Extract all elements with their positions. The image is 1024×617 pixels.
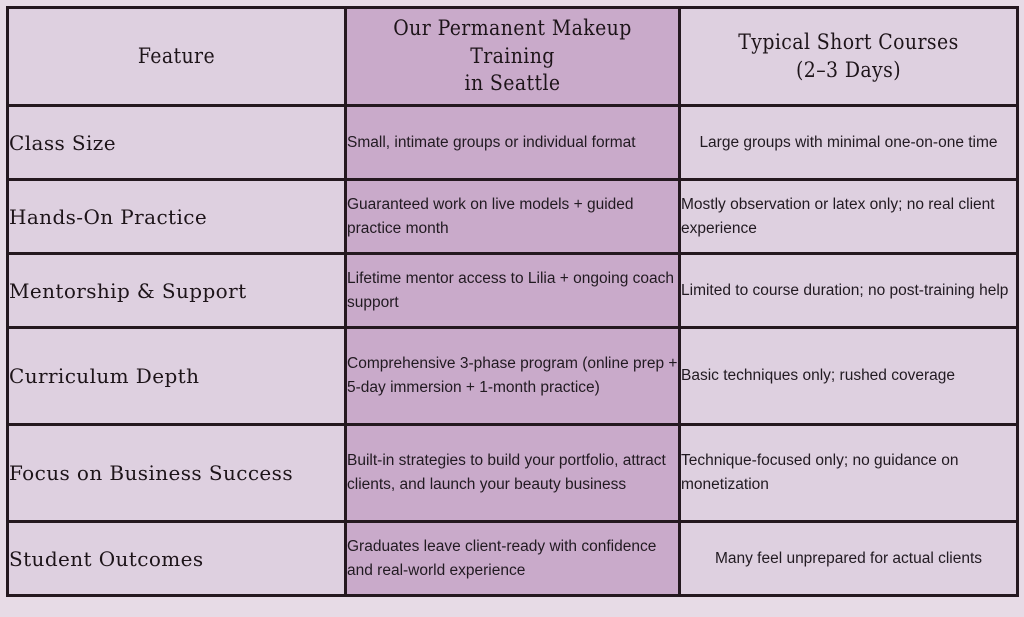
column-header-typical-courses-line1: Typical Short Courses bbox=[738, 29, 959, 54]
table-row: Mentorship & Support Lifetime mentor acc… bbox=[6, 252, 1019, 330]
column-header-typical-courses-line2: (2–3 Days) bbox=[796, 57, 901, 82]
cell-our-training: Guaranteed work on live models + guided … bbox=[344, 178, 681, 256]
cell-feature: Mentorship & Support bbox=[6, 252, 347, 330]
cell-typical-course: Basic techniques only; rushed coverage bbox=[678, 326, 1019, 427]
cell-our-training: Lifetime mentor access to Lilia + ongoin… bbox=[344, 252, 681, 330]
table-row: Focus on Business Success Built-in strat… bbox=[6, 423, 1019, 524]
column-header-typical-courses: Typical Short Courses (2–3 Days) bbox=[678, 5, 1019, 108]
table-row: Curriculum Depth Comprehensive 3-phase p… bbox=[6, 326, 1019, 427]
cell-our-training: Graduates leave client-ready with confid… bbox=[344, 520, 681, 598]
table-row: Hands-On Practice Guaranteed work on liv… bbox=[6, 178, 1019, 256]
table-row: Student Outcomes Graduates leave client-… bbox=[6, 520, 1019, 598]
cell-typical-course: Limited to course duration; no post-trai… bbox=[678, 252, 1019, 330]
column-header-our-training-label: Our Permanent Makeup Training in Seattle bbox=[347, 9, 678, 104]
training-comparison-table: Feature Our Permanent Makeup Training in… bbox=[6, 5, 1019, 598]
cell-our-training: Comprehensive 3-phase program (online pr… bbox=[344, 326, 681, 427]
cell-typical-course: Large groups with minimal one-on-one tim… bbox=[678, 104, 1019, 182]
cell-our-training: Built-in strategies to build your portfo… bbox=[344, 423, 681, 524]
column-header-feature: Feature bbox=[6, 5, 347, 108]
table-header-row: Feature Our Permanent Makeup Training in… bbox=[6, 5, 1019, 108]
column-header-our-training-line1: Our Permanent Makeup Training bbox=[393, 16, 632, 68]
cell-feature: Curriculum Depth bbox=[6, 326, 347, 427]
table-row: Class Size Small, intimate groups or ind… bbox=[6, 104, 1019, 182]
column-header-feature-label: Feature bbox=[137, 43, 216, 68]
column-header-typical-courses-label: Typical Short Courses (2–3 Days) bbox=[681, 23, 1016, 90]
cell-typical-course: Mostly observation or latex only; no rea… bbox=[678, 178, 1019, 256]
cell-our-training: Small, intimate groups or individual for… bbox=[344, 104, 681, 182]
cell-feature: Focus on Business Success bbox=[6, 423, 347, 524]
table-body: Class Size Small, intimate groups or ind… bbox=[6, 104, 1019, 598]
column-header-our-training-line2: in Seattle bbox=[464, 71, 561, 96]
cell-typical-course: Many feel unprepared for actual clients bbox=[678, 520, 1019, 598]
cell-feature: Student Outcomes bbox=[6, 520, 347, 598]
cell-typical-course: Technique-focused only; no guidance on m… bbox=[678, 423, 1019, 524]
table-header: Feature Our Permanent Makeup Training in… bbox=[6, 5, 1019, 108]
column-header-our-training: Our Permanent Makeup Training in Seattle bbox=[344, 5, 681, 108]
cell-feature: Hands-On Practice bbox=[6, 178, 347, 256]
cell-feature: Class Size bbox=[6, 104, 347, 182]
